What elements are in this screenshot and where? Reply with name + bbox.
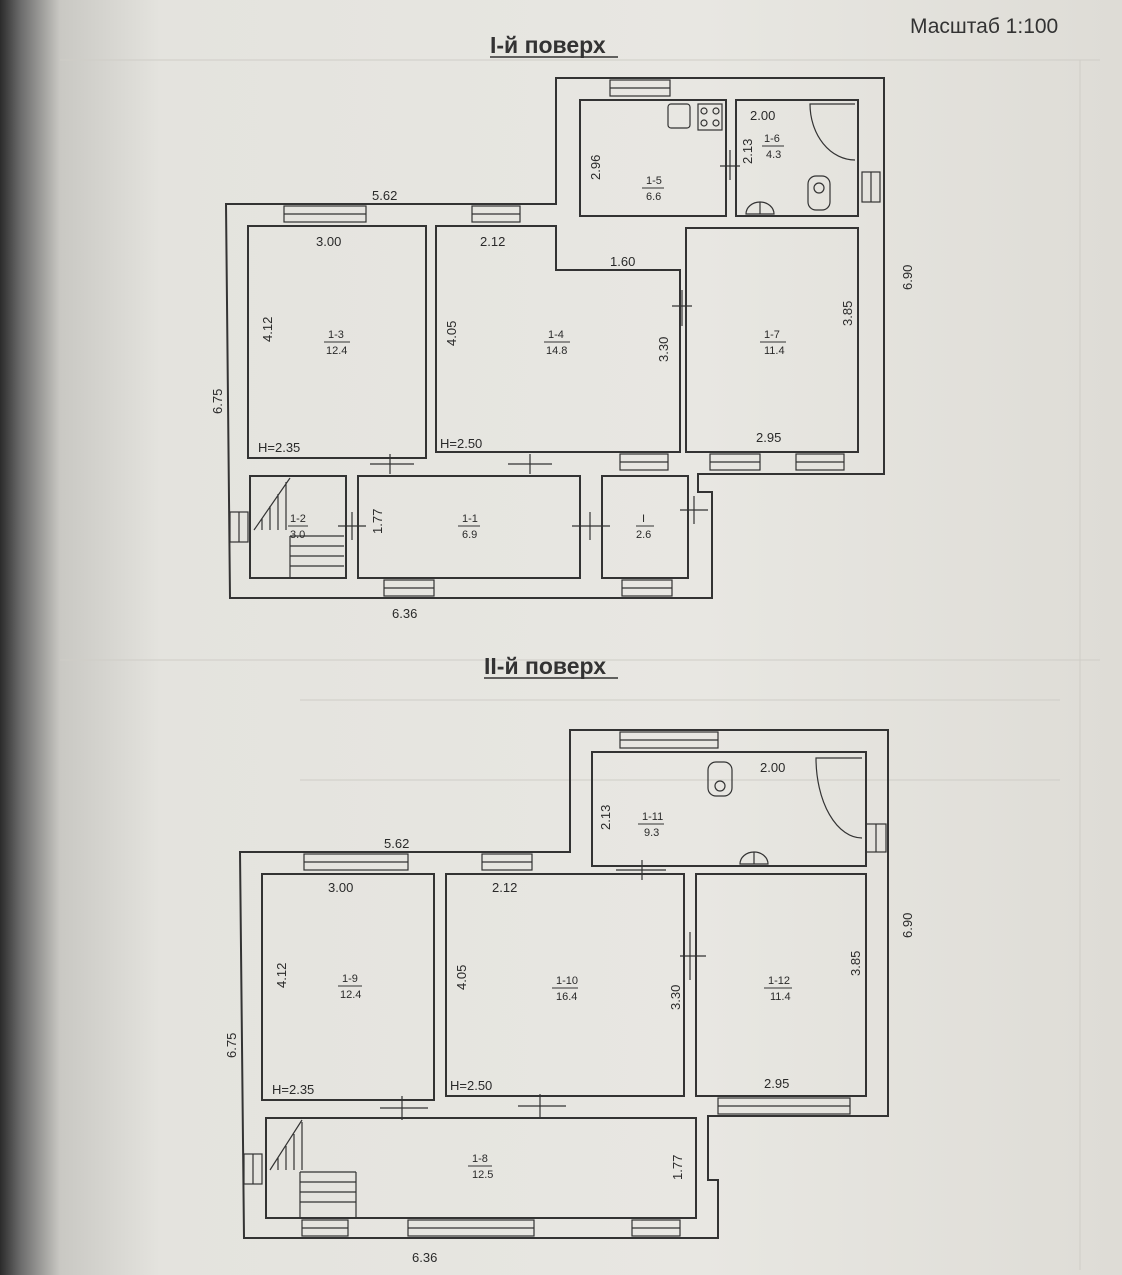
scale-label: Масштаб 1:100 xyxy=(910,15,1058,38)
svg-text:1-1: 1-1 xyxy=(462,513,478,525)
room-1-5: 1-56.6 xyxy=(642,175,664,203)
f2-r19-width: 3.00 xyxy=(328,880,353,895)
svg-text:1-5: 1-5 xyxy=(646,175,662,187)
f1-r14-height: 4.05 xyxy=(444,321,459,346)
floor-1-windows xyxy=(229,79,881,597)
floor-2-outer-wall xyxy=(238,729,889,1239)
floor-2-fixtures xyxy=(707,757,863,865)
f1-right-height: 6.90 xyxy=(900,265,915,290)
floor-1-room-labels: 1-16.9 1-23.0 1-312.4 1-414.8 1-56.6 1-6… xyxy=(288,133,786,541)
floor-2-title: ІІ-й поверх xyxy=(484,653,606,679)
floor-1-stairs xyxy=(253,477,344,578)
f2-r110-height: 4.05 xyxy=(454,965,469,990)
floor-1-title: І-й поверх xyxy=(490,32,606,58)
svg-text:1-3: 1-3 xyxy=(328,329,344,341)
svg-text:11.4: 11.4 xyxy=(770,991,791,1003)
floor-1-outer-wall xyxy=(224,77,885,599)
f1-left-height: 6.75 xyxy=(210,389,225,414)
f2-r18-height: 1.77 xyxy=(670,1155,685,1180)
f2-r110-height-2: 3.30 xyxy=(668,985,683,1010)
floor-2-stairs xyxy=(269,1119,357,1218)
svg-text:12.4: 12.4 xyxy=(340,989,361,1001)
svg-text:12.4: 12.4 xyxy=(326,345,347,357)
svg-text:1-11: 1-11 xyxy=(642,811,663,823)
f1-r17-width: 2.95 xyxy=(756,430,781,445)
f1-r15-height: 2.96 xyxy=(588,155,603,180)
svg-text:1-8: 1-8 xyxy=(472,1153,488,1165)
svg-text:1-10: 1-10 xyxy=(556,975,578,987)
room-1-3: 1-3 12.4 xyxy=(324,329,350,357)
svg-text:1-6: 1-6 xyxy=(764,133,780,145)
room-1-8: 1-8 12.5 xyxy=(468,1153,493,1181)
f2-r112-width: 2.95 xyxy=(764,1076,789,1091)
f2-right-height: 6.90 xyxy=(900,913,915,938)
f2-ceiling-height-2: H=2.50 xyxy=(450,1078,492,1093)
room-1-4: 1-4 14.8 xyxy=(544,329,570,357)
room-1-11: 1-11 9.3 xyxy=(638,811,664,839)
svg-text:4.3: 4.3 xyxy=(766,149,781,161)
f1-r16-height: 2.13 xyxy=(740,139,755,164)
floor-1-dimensions: 5.62 6.36 6.75 6.90 3.00 4.12 2.12 4.05 … xyxy=(210,108,915,621)
svg-text:6.9: 6.9 xyxy=(462,529,477,541)
f2-bottom-width: 6.36 xyxy=(412,1250,437,1265)
svg-text:14.8: 14.8 xyxy=(546,345,567,357)
floor-2-plan: ІІ-й поверх xyxy=(224,653,915,1265)
f1-r14-height-2: 3.30 xyxy=(656,337,671,362)
paper-grid xyxy=(60,59,1100,1270)
f1-bottom-width: 6.36 xyxy=(392,606,417,621)
f2-r112-height: 3.85 xyxy=(848,951,863,976)
f1-r17-height: 3.85 xyxy=(840,301,855,326)
room-1-10: 1-10 16.4 xyxy=(552,975,578,1003)
floor-2-inner-wall xyxy=(261,751,867,1219)
f1-top-width: 5.62 xyxy=(372,188,397,203)
room-1-2: 1-23.0 xyxy=(288,513,308,541)
room-1-1: 1-16.9 xyxy=(458,513,480,541)
f2-top-width: 5.62 xyxy=(384,836,409,851)
svg-text:1-2: 1-2 xyxy=(290,513,306,525)
floor-1-plan: І-й поверх xyxy=(210,32,915,621)
floor-2-dimensions: 5.62 6.36 6.75 6.90 3.00 4.12 2.12 4.05 … xyxy=(224,760,915,1265)
f2-r110-width: 2.12 xyxy=(492,880,517,895)
floor-2-windows xyxy=(243,731,887,1237)
f1-r16-width: 2.00 xyxy=(750,108,775,123)
f1-r13-width: 3.00 xyxy=(316,234,341,249)
floor-2-room-labels: 1-8 12.5 1-9 12.4 1-10 16.4 1-11 9.3 1-12 11.… xyxy=(338,811,792,1181)
room-1-12: 1-12 11.4 xyxy=(764,975,792,1003)
svg-text:9.3: 9.3 xyxy=(644,827,659,839)
f1-r11-height: 1.77 xyxy=(370,509,385,534)
svg-text:2.6: 2.6 xyxy=(636,529,651,541)
room-1-7: 1-7 11.4 xyxy=(760,329,786,357)
svg-text:I: I xyxy=(642,513,645,525)
f2-ceiling-height-1: H=2.35 xyxy=(272,1082,314,1097)
room-1-6: 1-64.3 xyxy=(762,133,784,161)
svg-text:11.4: 11.4 xyxy=(764,345,785,357)
f1-ceiling-height-2: H=2.50 xyxy=(440,436,482,451)
f2-r111-height: 2.13 xyxy=(598,805,613,830)
svg-text:1-7: 1-7 xyxy=(764,329,780,341)
svg-text:1-12: 1-12 xyxy=(768,975,790,987)
floor-2-doors xyxy=(380,860,706,1120)
room-1-9: 1-9 12.4 xyxy=(338,973,362,1001)
room-I: I 2.6 xyxy=(636,513,654,541)
floor-1-fixtures xyxy=(667,103,856,215)
svg-text:6.6: 6.6 xyxy=(646,191,661,203)
f2-r19-height: 4.12 xyxy=(274,963,289,988)
f2-r111-width: 2.00 xyxy=(760,760,785,775)
floor-1-doors xyxy=(338,150,740,540)
f2-left-height: 6.75 xyxy=(224,1033,239,1058)
svg-text:1-9: 1-9 xyxy=(342,973,358,985)
svg-text:16.4: 16.4 xyxy=(556,991,577,1003)
svg-text:1-4: 1-4 xyxy=(548,329,564,341)
svg-text:3.0: 3.0 xyxy=(290,529,305,541)
svg-text:12.5: 12.5 xyxy=(472,1169,493,1181)
f1-ceiling-height-1: H=2.35 xyxy=(258,440,300,455)
f1-r14-width: 2.12 xyxy=(480,234,505,249)
f1-r13-height: 4.12 xyxy=(260,317,275,342)
f1-partition-width: 1.60 xyxy=(610,254,635,269)
